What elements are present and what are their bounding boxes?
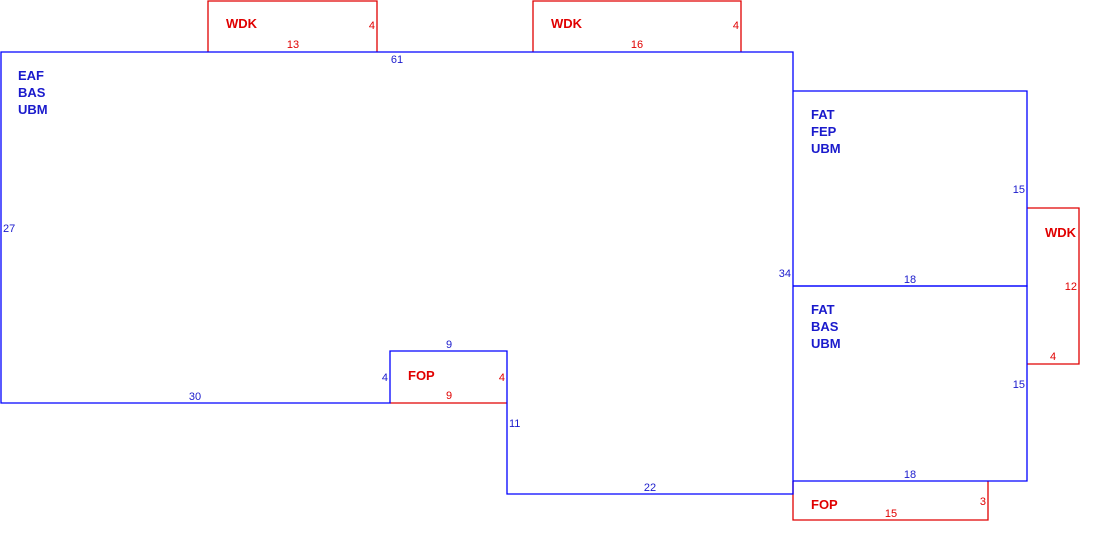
wdk-right-label: WDK [1045, 225, 1077, 240]
fop-bottom-depth: 3 [980, 496, 986, 508]
step-vertical-dimension: 11 [509, 418, 520, 430]
wdk-mid-width: 16 [631, 39, 643, 51]
wdk-mid-outline [532, 0, 742, 52]
wdk-left-width: 13 [287, 39, 299, 51]
upper-right-room-label-1: FAT [811, 107, 835, 122]
wdk-right-depth: 4 [1050, 351, 1056, 363]
notch-top-dimension: 9 [446, 339, 452, 351]
lower-right-room-label-1: FAT [811, 302, 835, 317]
wdk-right-height: 12 [1065, 281, 1077, 293]
lower-right-bottom-dimension: 18 [904, 469, 916, 481]
notch-left-dimension: 4 [382, 372, 388, 384]
main-room-label-2: BAS [18, 85, 46, 100]
wdk-left-outline [207, 0, 378, 52]
step-bottom-dimension: 22 [644, 482, 656, 494]
main-room-label-3: UBM [18, 102, 48, 117]
wdk-right-outline [1027, 207, 1080, 365]
wdk-left-depth: 4 [369, 20, 375, 32]
wdk-mid-depth: 4 [733, 20, 739, 32]
lower-right-room-label-2: BAS [811, 319, 839, 334]
upper-right-room-label-2: FEP [811, 124, 837, 139]
main-left-dimension: 27 [3, 223, 15, 235]
main-right-dimension: 34 [779, 268, 791, 280]
wdk-left-label: WDK [226, 16, 258, 31]
lower-right-room-label-3: UBM [811, 336, 841, 351]
upper-right-side-dimension: 15 [1013, 184, 1025, 196]
lower-right-room-outline [793, 285, 1028, 482]
main-room-outline [0, 51, 794, 495]
fop-inner-depth: 4 [499, 372, 505, 384]
fop-bottom-label: FOP [811, 497, 838, 512]
fop-inner-width: 9 [446, 390, 452, 402]
wdk-mid-label: WDK [551, 16, 583, 31]
main-bottom-dimension: 30 [189, 391, 201, 403]
fop-bottom-width: 15 [885, 508, 897, 520]
lower-right-side-dimension: 15 [1013, 379, 1025, 391]
main-room-label-1: EAF [18, 68, 44, 83]
fop-bottom-outline [792, 481, 989, 521]
fop-inner-label: FOP [408, 368, 435, 383]
main-top-dimension: 61 [391, 54, 403, 66]
upper-right-bottom-dimension: 18 [904, 274, 916, 286]
upper-right-room-label-3: UBM [811, 141, 841, 156]
